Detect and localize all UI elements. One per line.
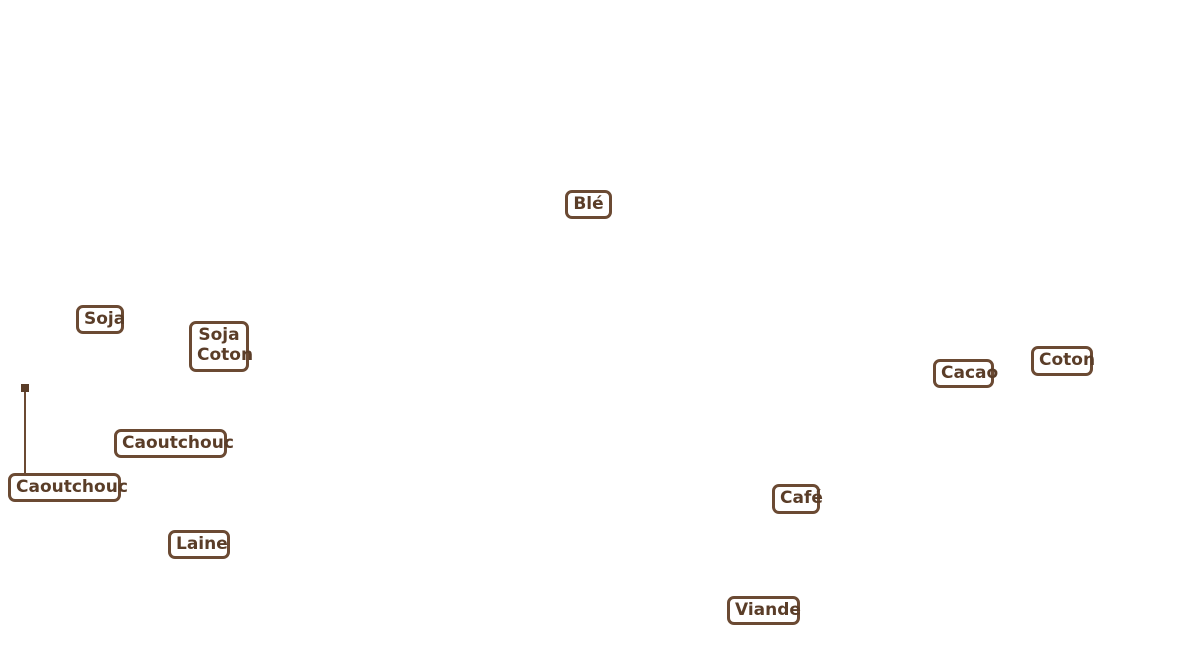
map-label-laine[interactable]: Laine — [168, 530, 230, 559]
map-label-text: Blé — [573, 194, 604, 214]
map-label-coton[interactable]: Coton — [1031, 346, 1096, 376]
map-label-text: Soja — [198, 325, 240, 345]
map-label-text: Cacao — [941, 363, 999, 383]
map-label-soja[interactable]: Soja — [76, 305, 126, 334]
leader-anchor-marker — [21, 384, 29, 392]
map-label-text: Laine — [176, 534, 228, 554]
map-label-cacao[interactable]: Cacao — [933, 359, 999, 388]
map-label-text: Soja — [84, 309, 126, 329]
map-label-ble[interactable]: Blé — [565, 190, 612, 219]
map-label-text: Coton — [1039, 350, 1096, 370]
map-label-soja-coton[interactable]: Soja Coton — [189, 321, 254, 372]
map-label-text: Caoutchouc — [122, 433, 234, 453]
map-label-caoutchouc-leader[interactable]: Caoutchouc — [8, 473, 128, 502]
map-label-viande[interactable]: Viande — [727, 596, 801, 625]
map-label-text: Viande — [735, 600, 801, 620]
map-label-text: Caoutchouc — [16, 477, 128, 497]
map-label-caoutchouc[interactable]: Caoutchouc — [114, 429, 234, 458]
map-label-text: Café — [780, 488, 823, 508]
map-label-text: Coton — [197, 345, 254, 365]
map-label-cafe[interactable]: Café — [772, 484, 823, 514]
